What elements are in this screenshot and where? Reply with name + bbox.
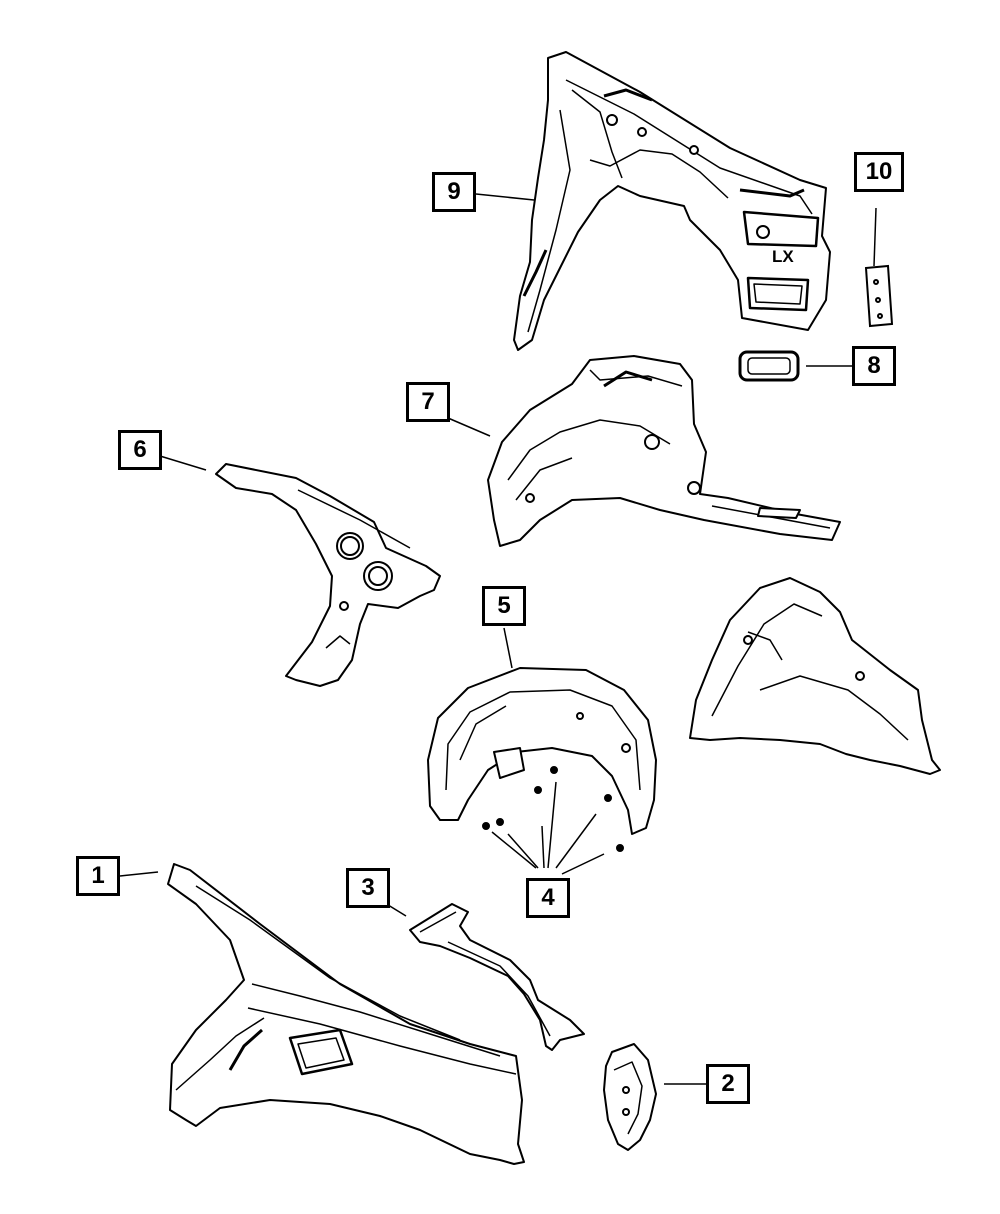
leader-10 bbox=[873, 207, 877, 267]
callout-2-label: 2 bbox=[721, 1070, 735, 1097]
part-5-wheelhouse-outer bbox=[427, 667, 657, 835]
callout-7-label: 7 bbox=[421, 388, 435, 415]
callout-1-label: 1 bbox=[91, 862, 105, 889]
callout-5: 5 bbox=[482, 586, 526, 626]
part-9-body-side-inner-panel bbox=[513, 51, 831, 351]
callout-10: 10 bbox=[854, 152, 904, 192]
leader-6 bbox=[159, 455, 207, 471]
callout-8: 8 bbox=[852, 346, 896, 386]
callout-8-label: 8 bbox=[867, 352, 881, 379]
callout-6: 6 bbox=[118, 430, 162, 470]
part-6-pillar-reinforcement bbox=[215, 463, 441, 687]
part-3-extension bbox=[409, 903, 585, 1051]
callout-10-label: 10 bbox=[865, 158, 893, 185]
leader-4-group bbox=[491, 781, 605, 875]
callout-5-label: 5 bbox=[497, 592, 511, 619]
callout-4-label: 4 bbox=[541, 884, 555, 911]
callout-3: 3 bbox=[346, 868, 390, 908]
part-1-quarter-panel bbox=[167, 863, 525, 1165]
callout-2: 2 bbox=[706, 1064, 750, 1104]
callout-9-label: 9 bbox=[447, 178, 461, 205]
callout-9: 9 bbox=[432, 172, 476, 212]
leader-1 bbox=[119, 871, 159, 877]
callout-7: 7 bbox=[406, 382, 450, 422]
callout-1: 1 bbox=[76, 856, 120, 896]
inner-quarter-panel bbox=[689, 577, 941, 775]
part-10-plate bbox=[864, 264, 894, 328]
part-8-grommet bbox=[738, 350, 800, 382]
part-marking-lx: LX bbox=[772, 247, 794, 266]
part-4-clips bbox=[482, 766, 624, 852]
part-2-bracket bbox=[603, 1043, 657, 1151]
callout-6-label: 6 bbox=[133, 436, 147, 463]
callout-4: 4 bbox=[526, 878, 570, 918]
leader-9 bbox=[475, 193, 535, 201]
leader-5 bbox=[503, 627, 513, 669]
callout-3-label: 3 bbox=[361, 874, 375, 901]
leader-7 bbox=[447, 417, 491, 437]
part-7-wheelhouse-inner bbox=[487, 355, 841, 547]
